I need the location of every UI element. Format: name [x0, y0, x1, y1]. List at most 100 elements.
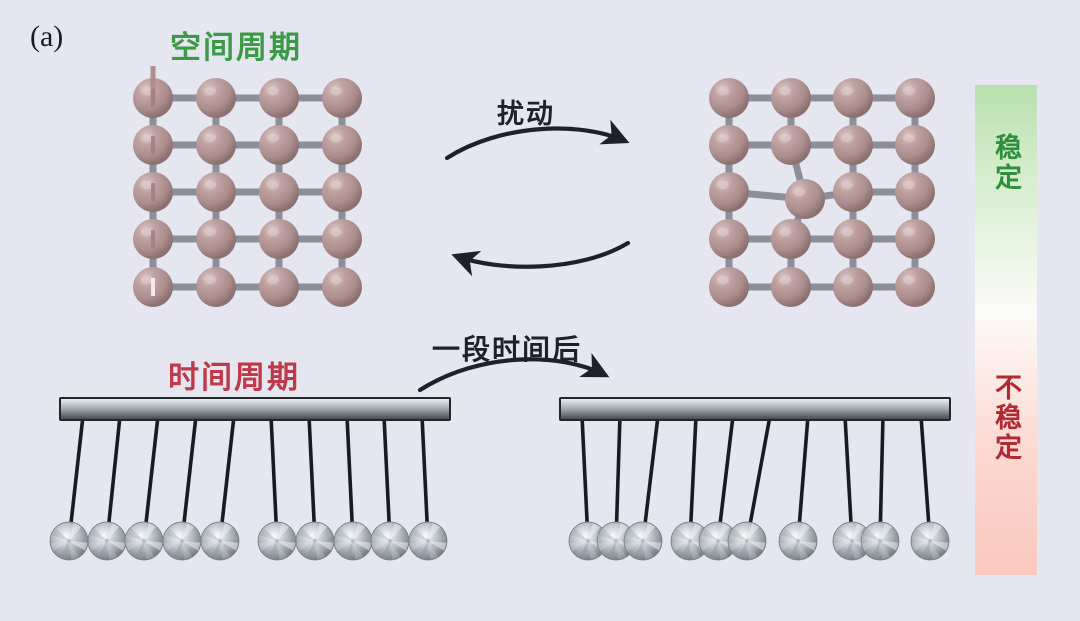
- marker-rod-crossing: [151, 230, 155, 248]
- lattice-atom: [895, 219, 935, 259]
- pendulum-bob-sheen: [747, 541, 757, 560]
- lattice-atom: [322, 219, 362, 259]
- pendulum-bob-sheen: [690, 523, 703, 541]
- pendulum-bob-sheen: [210, 541, 220, 560]
- marker-rod-crossing: [151, 136, 155, 154]
- pendulum-bob-sheen: [335, 528, 353, 541]
- pendulum-bob-center: [613, 538, 619, 544]
- pendulum-bob-sheen: [428, 541, 447, 551]
- pendulum-bob-sheen: [144, 523, 157, 541]
- pendulum-bob-sheen: [880, 541, 890, 560]
- lattice-atom-highlight: [267, 133, 279, 143]
- pendulum-bob-center: [179, 538, 185, 544]
- pendulum-rod: [345, 415, 355, 542]
- lattice-atom-highlight: [330, 227, 342, 237]
- pendulum-bob-sheen: [861, 541, 880, 551]
- pendulum-bob: [333, 521, 373, 561]
- lattice-atom: [833, 267, 873, 307]
- pendulum-rod: [67, 415, 85, 542]
- pendulum-bob-sheen: [315, 541, 325, 560]
- pendulum-bob-center: [387, 538, 393, 544]
- pendulum-bob: [910, 521, 950, 561]
- lattice-atom: [196, 267, 236, 307]
- lattice-atom: [833, 125, 873, 165]
- lattice-bond: [787, 141, 809, 203]
- pendulum-bob-sheen: [134, 541, 144, 560]
- lattice-atom: [196, 172, 236, 212]
- lattice-atom-highlight: [903, 180, 915, 190]
- pendulum-bob-center: [274, 538, 280, 544]
- pendulum-bob-sheen: [418, 541, 428, 560]
- pendulum-bob-sheen: [107, 541, 126, 551]
- pendulum-bob-center: [877, 538, 883, 544]
- pendulum-bob: [408, 521, 448, 561]
- pendulum-bob-sheen: [930, 541, 949, 551]
- pendulum-bob-sheen: [643, 541, 653, 560]
- lattice-atom: [895, 125, 935, 165]
- pendulum-bob: [860, 521, 900, 561]
- pendulum-bob: [623, 521, 663, 561]
- pendulum-bob-sheen: [277, 541, 287, 560]
- lattice-atom: [133, 219, 173, 259]
- lattice-atom-highlight: [330, 180, 342, 190]
- lattice-atom-highlight: [330, 86, 342, 96]
- pendulum-bob: [124, 521, 164, 561]
- lattice-atom: [771, 125, 811, 165]
- pendulum-bob: [832, 521, 872, 561]
- pendulum-bob-sheen: [51, 528, 69, 541]
- pendulum-bob-sheen: [50, 541, 69, 551]
- pendulum-bob-sheen: [920, 541, 930, 560]
- lattice-atom-highlight: [903, 275, 915, 285]
- pendulum-bob-sheen: [588, 541, 607, 551]
- pendulum-bob-sheen: [833, 541, 852, 551]
- pendulum-bob-sheen: [144, 541, 154, 560]
- pendulum-bob-sheen: [912, 528, 930, 541]
- lattice-atom: [833, 172, 873, 212]
- pendulum-bob-sheen: [708, 541, 718, 560]
- pendulum-bob-sheen: [852, 541, 871, 551]
- pendulum-bob-center: [640, 538, 646, 544]
- marker-rod-crossing: [151, 278, 155, 296]
- pendulum-bob: [295, 521, 335, 561]
- pendulum-bob: [162, 521, 202, 561]
- pendulum-bob-sheen: [671, 541, 690, 551]
- pendulum-rod: [580, 415, 590, 542]
- ordered-lattice-bonds: [149, 94, 346, 291]
- lattice-atom-highlight: [717, 86, 729, 96]
- pendulum-bob-center: [350, 538, 356, 544]
- pendulum-bob-sheen: [202, 528, 220, 541]
- perturbed-lattice-bonds: [725, 94, 919, 291]
- pendulum-rod: [218, 415, 236, 542]
- pendulum-bob-sheen: [428, 523, 441, 541]
- pendulum-bob-sheen: [125, 541, 144, 551]
- lattice-atom: [322, 78, 362, 118]
- lattice-atom-highlight: [717, 275, 729, 285]
- pendulum-bob-center: [715, 538, 721, 544]
- lattice-atom-highlight: [903, 86, 915, 96]
- pendulum-bob-sheen: [728, 541, 747, 551]
- pendulum-bob-sheen: [598, 528, 616, 541]
- lattice-atom: [133, 172, 173, 212]
- lattice-atom-highlight: [204, 227, 216, 237]
- lattice-atom-highlight: [841, 275, 853, 285]
- pendulum-bob-sheen: [616, 523, 629, 541]
- pendulum-bob-sheen: [172, 541, 182, 560]
- pendulum-bob-sheen: [343, 541, 353, 560]
- pendulum-bob-sheen: [107, 523, 120, 541]
- pendulum-bob-sheen: [569, 541, 588, 551]
- pendulum-bob-sheen: [297, 528, 315, 541]
- lattice-atom-highlight: [779, 227, 791, 237]
- pendulum-bob-center: [66, 538, 72, 544]
- pendulum-bob-sheen: [315, 541, 334, 551]
- pendulum-bob-center: [849, 538, 855, 544]
- lattice-atom-highlight: [779, 275, 791, 285]
- lattice-atom-highlight: [793, 187, 805, 197]
- lattice-atom: [133, 78, 173, 118]
- pendulum-rod: [796, 415, 810, 542]
- marker-rod-overlay: [150, 66, 156, 296]
- pendulum-bob-sheen: [672, 528, 690, 541]
- pendulum-bob-sheen: [380, 541, 390, 560]
- pendulum-bob-sheen: [633, 541, 643, 560]
- pendulum-bob-sheen: [390, 523, 403, 541]
- pendulum-bob-sheen: [201, 541, 220, 551]
